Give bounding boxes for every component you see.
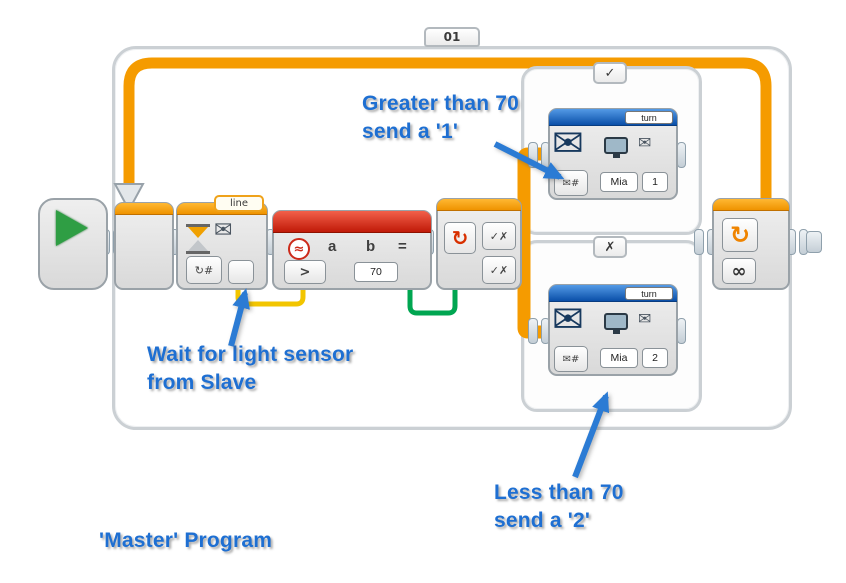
message-header-strip: turn bbox=[549, 285, 677, 302]
envelope-icon: ✉ bbox=[214, 218, 233, 243]
send-message-block-false[interactable]: turn ✉ ✉ ✉# Mia 2 bbox=[548, 284, 678, 376]
switch-toggle-bottom[interactable]: ✓✗ bbox=[482, 256, 516, 284]
wait-hourglass-icon bbox=[186, 224, 210, 254]
annotation-wait-sensor: Wait for light sensor from Slave bbox=[147, 343, 354, 394]
compare-block[interactable]: ≈ a b = > 70 bbox=[272, 210, 432, 290]
envelope-icon: ✉ bbox=[552, 121, 584, 165]
loop-icon: ↻ bbox=[722, 218, 758, 252]
annotation-less-than: Less than 70 send a '2' bbox=[494, 481, 624, 532]
message-value-field[interactable]: 2 bbox=[642, 348, 668, 368]
switch-block[interactable]: ↻ ✓✗ ✓✗ bbox=[436, 198, 522, 290]
messaging-receive-block[interactable]: ✉ ↻# bbox=[176, 202, 268, 290]
switch-sequence-wire bbox=[517, 147, 546, 339]
input-b-label: b bbox=[366, 238, 376, 255]
envelope-icon: ✉ bbox=[638, 133, 652, 152]
sequence-connector bbox=[528, 142, 550, 168]
loop-mode-infinity-button[interactable]: ∞ bbox=[722, 258, 756, 284]
branch-false-tab[interactable]: ✗ bbox=[593, 236, 627, 258]
message-type-button[interactable]: ✉# bbox=[554, 346, 588, 372]
annotation-master-program: 'Master' Program bbox=[99, 529, 273, 552]
input-a-label: a bbox=[328, 238, 337, 255]
switch-toggle-top[interactable]: ✓✗ bbox=[482, 222, 516, 250]
loop-feedback-wire bbox=[123, 57, 772, 206]
play-icon bbox=[56, 210, 88, 246]
display-icon bbox=[604, 313, 628, 334]
envelope-icon: ✉ bbox=[638, 309, 652, 328]
message-mode-button[interactable]: ↻# bbox=[186, 256, 222, 284]
data-wire-green bbox=[407, 284, 458, 316]
operator-dropdown[interactable]: > bbox=[284, 260, 326, 284]
loop-start-block[interactable] bbox=[114, 202, 174, 290]
branch-true-tab[interactable]: ✓ bbox=[593, 62, 627, 84]
compare-header-strip bbox=[273, 211, 431, 233]
sequence-exit-stub bbox=[806, 231, 822, 253]
output-label: = bbox=[398, 238, 407, 255]
loop-counter-tab[interactable]: 01 bbox=[424, 27, 480, 47]
threshold-input[interactable]: 70 bbox=[354, 262, 398, 282]
send-message-block-true[interactable]: turn ✉ ✉ ✉# Mia 1 bbox=[548, 108, 678, 200]
display-icon bbox=[604, 137, 628, 158]
compare-icon: ≈ bbox=[288, 238, 310, 260]
start-block[interactable] bbox=[38, 198, 108, 290]
loop-end-block[interactable]: ↻ ∞ bbox=[712, 198, 790, 290]
wire-port-button[interactable] bbox=[228, 260, 254, 284]
loop-header-strip bbox=[115, 203, 173, 215]
message-value-field[interactable]: 1 bbox=[642, 172, 668, 192]
message-mode-tab[interactable]: turn bbox=[625, 287, 673, 300]
switch-header-strip bbox=[437, 199, 521, 211]
message-type-button[interactable]: ✉# bbox=[554, 170, 588, 196]
annotation-greater-than: Greater than 70 send a '1' bbox=[362, 92, 520, 143]
target-name-field[interactable]: Mia bbox=[600, 172, 638, 192]
message-mode-tab[interactable]: turn bbox=[625, 111, 673, 124]
message-header-strip: turn bbox=[549, 109, 677, 126]
target-name-field[interactable]: Mia bbox=[600, 348, 638, 368]
loop-header-strip bbox=[713, 199, 789, 211]
switch-icon: ↻ bbox=[444, 222, 476, 254]
sequence-connector bbox=[528, 318, 550, 344]
envelope-icon: ✉ bbox=[552, 297, 584, 341]
sequence-start-arrow bbox=[113, 183, 145, 213]
mailbox-name-tab[interactable]: line bbox=[214, 195, 264, 212]
